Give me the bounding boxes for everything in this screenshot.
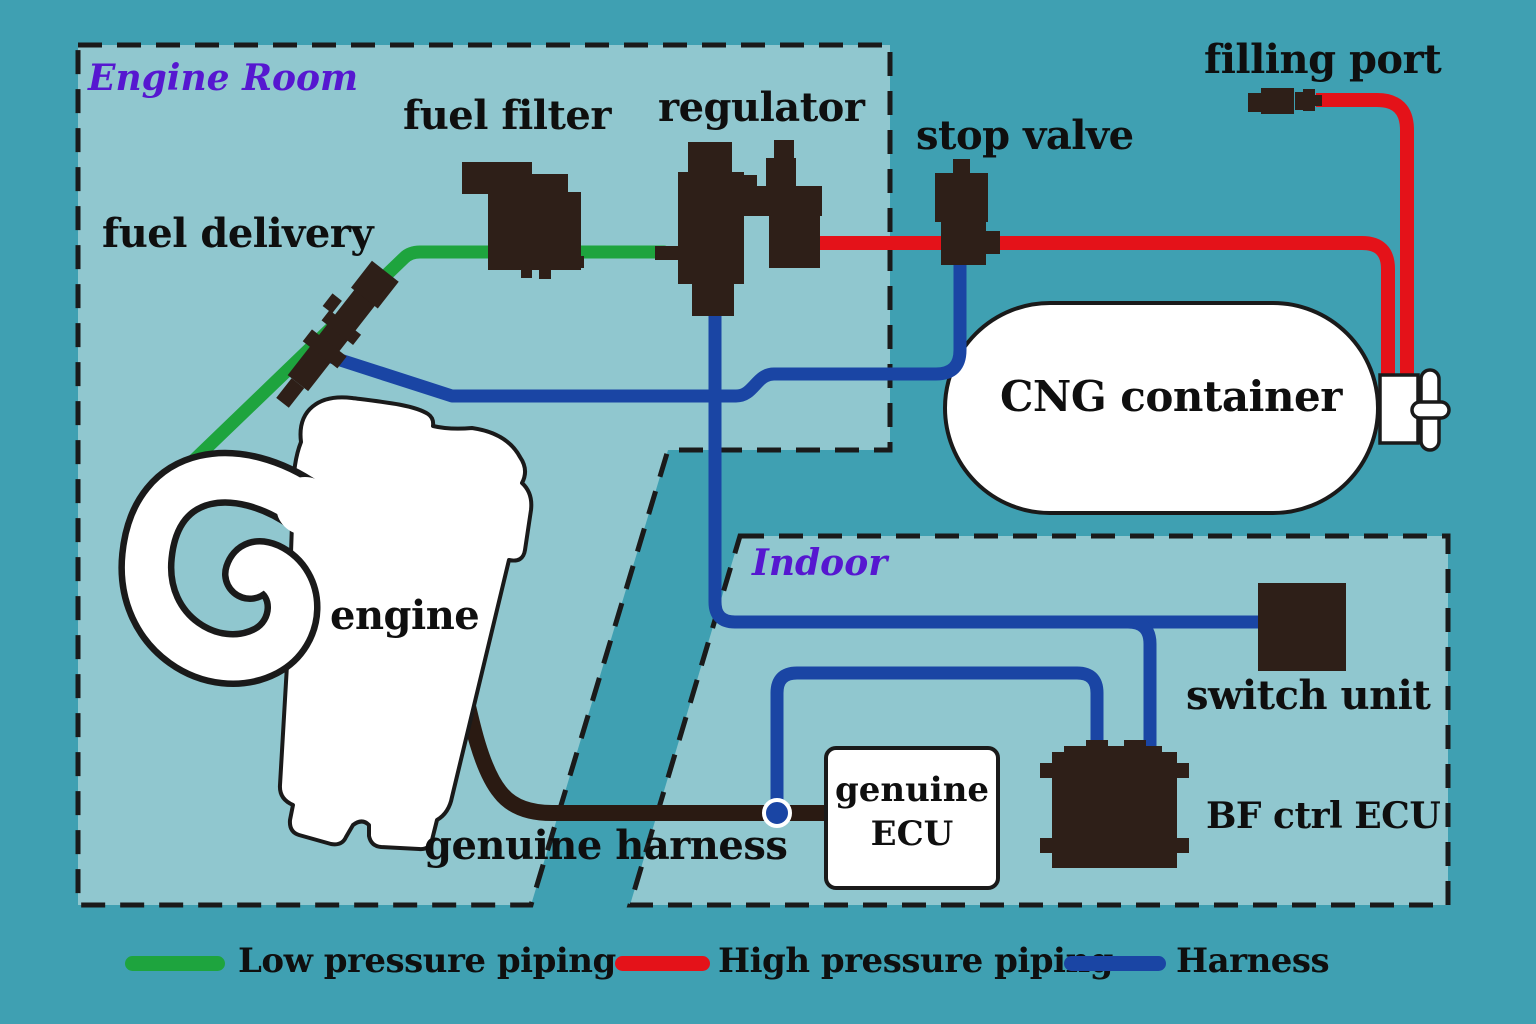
legend-swatch-harness [1064,956,1166,971]
regulator-label: regulator [658,84,865,131]
harness-branch-to-bf-ecu [1127,615,1157,764]
harness-genuine-ecu-to-bf-ecu [770,666,1104,810]
legend-swatch-low-pressure [125,956,225,971]
container-valve-shape [1378,368,1451,452]
legend-swatch-high-pressure [615,956,710,971]
harness-junction-dot [762,798,792,828]
cng-container-label: CNG container [1000,372,1342,421]
filling-port-shape [1248,88,1322,114]
fuel-delivery-label: fuel delivery [102,210,374,257]
bf-ctrl-ecu-label: BF ctrl ECU [1206,795,1441,837]
fuel-filter-label: fuel filter [403,92,611,139]
genuine-ecu-label: genuine ECU [826,768,998,856]
filling-port-label: filling port [1204,36,1442,83]
high-pressure-pipe-main [818,236,1395,380]
high-pressure-pipe-filling [1316,93,1414,380]
switch-unit-shape [1258,583,1346,671]
engine-scroll [124,456,327,681]
engine-shape [118,395,534,852]
fuel-filter-shape [462,162,584,279]
genuine-ecu-label-line2: ECU [870,814,954,855]
legend-label-harness: Harness [1176,941,1330,981]
regulator-shape [655,140,822,316]
genuine-harness-label: genuine harness [424,822,788,869]
legend-label-high-pressure: High pressure piping [718,941,1113,981]
engine-scroll-joint [276,477,334,535]
cng-container-shape [943,301,1380,515]
switch-unit-label: switch unit [1186,672,1431,719]
bf-ctrl-ecu-shape [1040,740,1189,868]
low-pressure-pipe [185,245,671,493]
harness-regulator-to-switch [708,310,1268,629]
genuine-ecu-label-line1: genuine [834,770,990,810]
indoor-label: Indoor [752,542,888,584]
fuel-delivery-injector-shape [276,260,399,408]
harness-stopvalve-to-injector [329,262,967,403]
legend-label-low-pressure: Low pressure piping [238,941,616,981]
engine-room-label: Engine Room [88,57,359,99]
stop-valve-shape [935,159,1000,265]
stop-valve-label: stop valve [916,112,1134,159]
engine-label: engine [330,592,480,639]
genuine-ecu-box [824,746,1000,890]
